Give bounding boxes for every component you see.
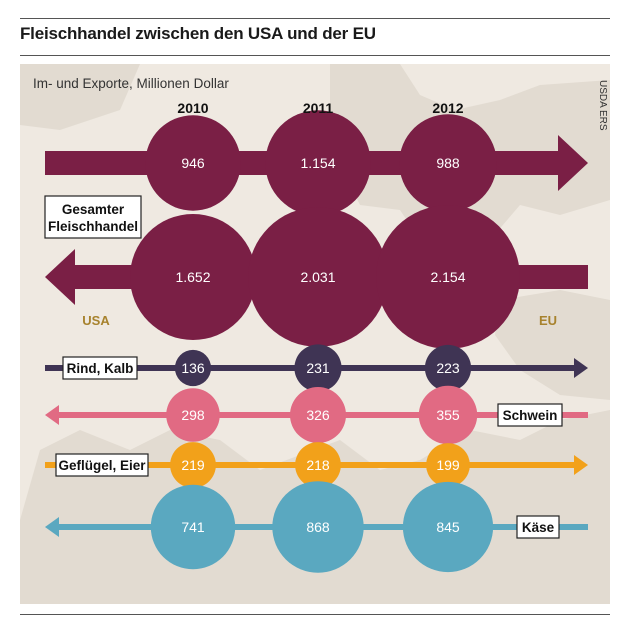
- label-gefluegel-eier: Geflügel, Eier: [55, 453, 149, 477]
- row-gesamt_export-arrowhead: [558, 135, 588, 191]
- bubble-rind-2011: [294, 344, 342, 392]
- row-gefluegel: 219 218 199: [45, 442, 588, 488]
- label-gesamter-fleischhandel-text: Gesamter: [62, 202, 125, 217]
- label-rind-kalb-box: [62, 356, 138, 380]
- bubble-kaese-2010: [150, 484, 236, 570]
- label-gefluegel-eier-box: [55, 453, 149, 477]
- source-label: USDA ERS: [597, 80, 608, 131]
- row-schwein-arrowhead: [45, 405, 59, 425]
- value-label-kaese-2010: 741: [181, 519, 205, 535]
- value-label-gesamt_export-2012: 988: [436, 155, 460, 171]
- bubble-gesamt_import-2011: [248, 207, 388, 347]
- bubble-schwein-2011: [290, 387, 346, 443]
- map-landmass-west: [20, 64, 140, 130]
- row-gesamt_import-arrowhead: [45, 249, 75, 305]
- label-schwein: Schwein: [497, 403, 563, 427]
- label-gesamter-fleischhandel-text: Fleischhandel: [48, 219, 138, 234]
- year-label-2012: 2012: [432, 100, 463, 116]
- row-rind-arrowhead: [574, 358, 588, 378]
- value-label-gesamt_import-2011: 2.031: [300, 269, 335, 285]
- value-label-gesamt_export-2011: 1.154: [300, 155, 335, 171]
- bubble-gefluegel-2010: [170, 442, 216, 488]
- bubble-rind-2012: [424, 344, 472, 392]
- row-schwein: 298 326 355: [45, 385, 588, 445]
- year-label-2010: 2010: [177, 100, 208, 116]
- value-label-gefluegel-2010: 219: [181, 457, 205, 473]
- chart-title: Fleischhandel zwischen den USA und der E…: [20, 24, 376, 43]
- trade-rows: 946 1.154 988 1.652 2.031 2.154 136 231 223 298 32…: [44, 110, 588, 573]
- row-gesamt_export: 946 1.154 988: [45, 110, 588, 216]
- value-label-gesamt_import-2012: 2.154: [430, 269, 465, 285]
- chart-labels: Im- und Exporte, Millionen Dollar USDA E…: [33, 76, 608, 328]
- bubble-rind-2010: [174, 349, 212, 387]
- year-label-2011: 2011: [303, 100, 334, 116]
- value-label-gefluegel-2012: 199: [436, 457, 460, 473]
- bubble-gesamt_import-2010: [130, 214, 256, 340]
- label-rind-kalb-text: Rind, Kalb: [67, 361, 134, 376]
- bubble-kaese-2011: [272, 481, 364, 573]
- row-rind: 136 231 223: [45, 344, 588, 392]
- bubble-gesamt_export-2010: [145, 115, 241, 211]
- chart-subtitle: Im- und Exporte, Millionen Dollar: [33, 76, 229, 91]
- value-label-rind-2011: 231: [306, 360, 330, 376]
- label-kaese-box: [516, 515, 560, 539]
- value-label-schwein-2011: 326: [306, 407, 330, 423]
- bubble-gefluegel-2012: [426, 443, 470, 487]
- bubble-schwein-2010: [166, 388, 220, 442]
- bubble-gesamt_export-2012: [399, 114, 497, 212]
- bottom-rule: [20, 614, 610, 615]
- top-rule: [20, 18, 610, 19]
- value-label-kaese-2012: 845: [436, 519, 460, 535]
- bubble-gesamt_import-2012: [376, 205, 520, 349]
- value-label-gesamt_import-2010: 1.652: [175, 269, 210, 285]
- label-schwein-box: [497, 403, 563, 427]
- bubble-schwein-2012: [418, 385, 478, 445]
- value-label-rind-2010: 136: [181, 360, 205, 376]
- value-label-gesamt_export-2010: 946: [181, 155, 205, 171]
- destination-label-eu: EU: [539, 313, 557, 328]
- value-label-schwein-2010: 298: [181, 407, 205, 423]
- label-kaese: Käse: [516, 515, 560, 539]
- label-kaese-text: Käse: [522, 520, 555, 535]
- label-gesamter-fleischhandel-box: [44, 195, 142, 239]
- value-label-schwein-2012: 355: [436, 407, 460, 423]
- value-label-gefluegel-2011: 218: [306, 457, 330, 473]
- label-rind-kalb: Rind, Kalb: [62, 356, 138, 380]
- label-schwein-text: Schwein: [503, 408, 558, 423]
- row-kaese: 741 868 845: [45, 481, 588, 573]
- bubble-gesamt_export-2011: [265, 110, 371, 216]
- bubble-kaese-2012: [402, 481, 494, 573]
- bubble-gefluegel-2011: [295, 442, 341, 488]
- label-gefluegel-eier-text: Geflügel, Eier: [58, 458, 146, 473]
- row-kaese-arrowhead: [45, 517, 59, 537]
- row-gesamt_import: 1.652 2.031 2.154: [45, 205, 588, 349]
- value-label-rind-2012: 223: [436, 360, 460, 376]
- origin-label-usa: USA: [82, 313, 110, 328]
- value-label-kaese-2011: 868: [306, 519, 330, 535]
- row-gefluegel-arrowhead: [574, 455, 588, 475]
- title-rule: [20, 55, 610, 56]
